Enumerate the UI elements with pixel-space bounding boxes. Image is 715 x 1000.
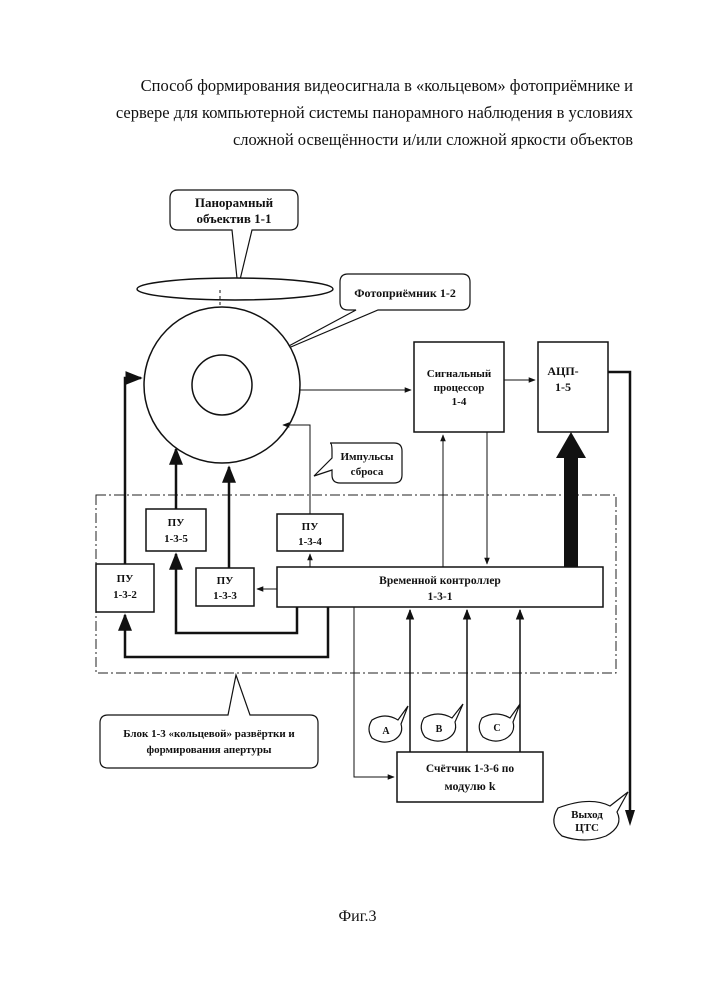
pu-1-3-3-line-2: 1-3-3 <box>213 590 237 602</box>
counter-block <box>397 752 543 802</box>
signal-processor-line-1: Сигнальный <box>427 368 492 380</box>
output-callout: Выход ЦТС <box>554 792 628 840</box>
pu-1-3-2-line-2: 1-3-2 <box>113 589 137 601</box>
figure-caption: Фиг.3 <box>0 908 715 926</box>
pu-1-3-5-line-2: 1-3-5 <box>164 533 188 545</box>
lens-callout: Панорамный объектив 1-1 <box>170 190 298 288</box>
timing-controller-line-2: 1-3-1 <box>428 591 453 603</box>
output-callout-line-2: ЦТС <box>575 822 599 834</box>
panoramic-lens <box>137 278 333 300</box>
adc-line-1: АЦП- <box>547 364 578 378</box>
pu-1-3-3-line-1: ПУ <box>217 575 234 587</box>
adc-output-line <box>608 372 630 815</box>
block-1-3-callout-line-1: Блок 1-3 «кольцевой» развёртки и <box>123 728 295 740</box>
reset-pulses-line-2: сброса <box>351 466 384 478</box>
lens-callout-line-1: Панорамный <box>195 195 274 210</box>
timing-controller-line-1: Временной контроллер <box>379 575 501 587</box>
input-a-callout: A <box>369 706 408 742</box>
counter-line-2: модулю k <box>444 779 495 793</box>
thick-arrow-controller-to-adc <box>564 455 578 567</box>
block-1-3-callout: Блок 1-3 «кольцевой» развёртки и формиро… <box>100 675 318 768</box>
pu-1-3-4-line-1: ПУ <box>302 521 319 533</box>
arrow-pu-1-3-2-to-ring <box>125 378 141 564</box>
input-a-label: A <box>382 726 390 737</box>
output-callout-line-1: Выход <box>571 809 603 821</box>
adc-line-2: 1-5 <box>555 380 571 394</box>
reset-pulses-line-1: Импульсы <box>340 451 393 463</box>
photodetector-callout-label: Фотоприёмник 1-2 <box>354 286 456 300</box>
lens-callout-line-2: объектив 1-1 <box>197 211 272 226</box>
pu-1-3-2-block <box>96 564 154 612</box>
reset-pulse-line <box>283 425 310 514</box>
ring-photodetector-inner <box>192 355 252 415</box>
input-c-callout: C <box>479 704 520 741</box>
reset-pulses-callout: Импульсы сброса <box>314 443 402 483</box>
signal-processor-line-2: процессор <box>434 382 485 394</box>
pu-1-3-5-line-1: ПУ <box>168 517 185 529</box>
input-b-callout: B <box>421 704 463 741</box>
pu-1-3-2-line-1: ПУ <box>117 573 134 585</box>
arrow-controller-to-counter <box>354 607 394 777</box>
pu-1-3-4-line-2: 1-3-4 <box>298 536 322 548</box>
input-b-label: B <box>436 724 443 735</box>
input-c-label: C <box>493 723 500 734</box>
block-1-3-callout-line-2: формирования апертуры <box>146 744 271 756</box>
counter-line-1: Счётчик 1-3-6 по <box>426 763 514 775</box>
signal-processor-line-3: 1-4 <box>452 396 467 408</box>
adc-block <box>538 342 608 432</box>
